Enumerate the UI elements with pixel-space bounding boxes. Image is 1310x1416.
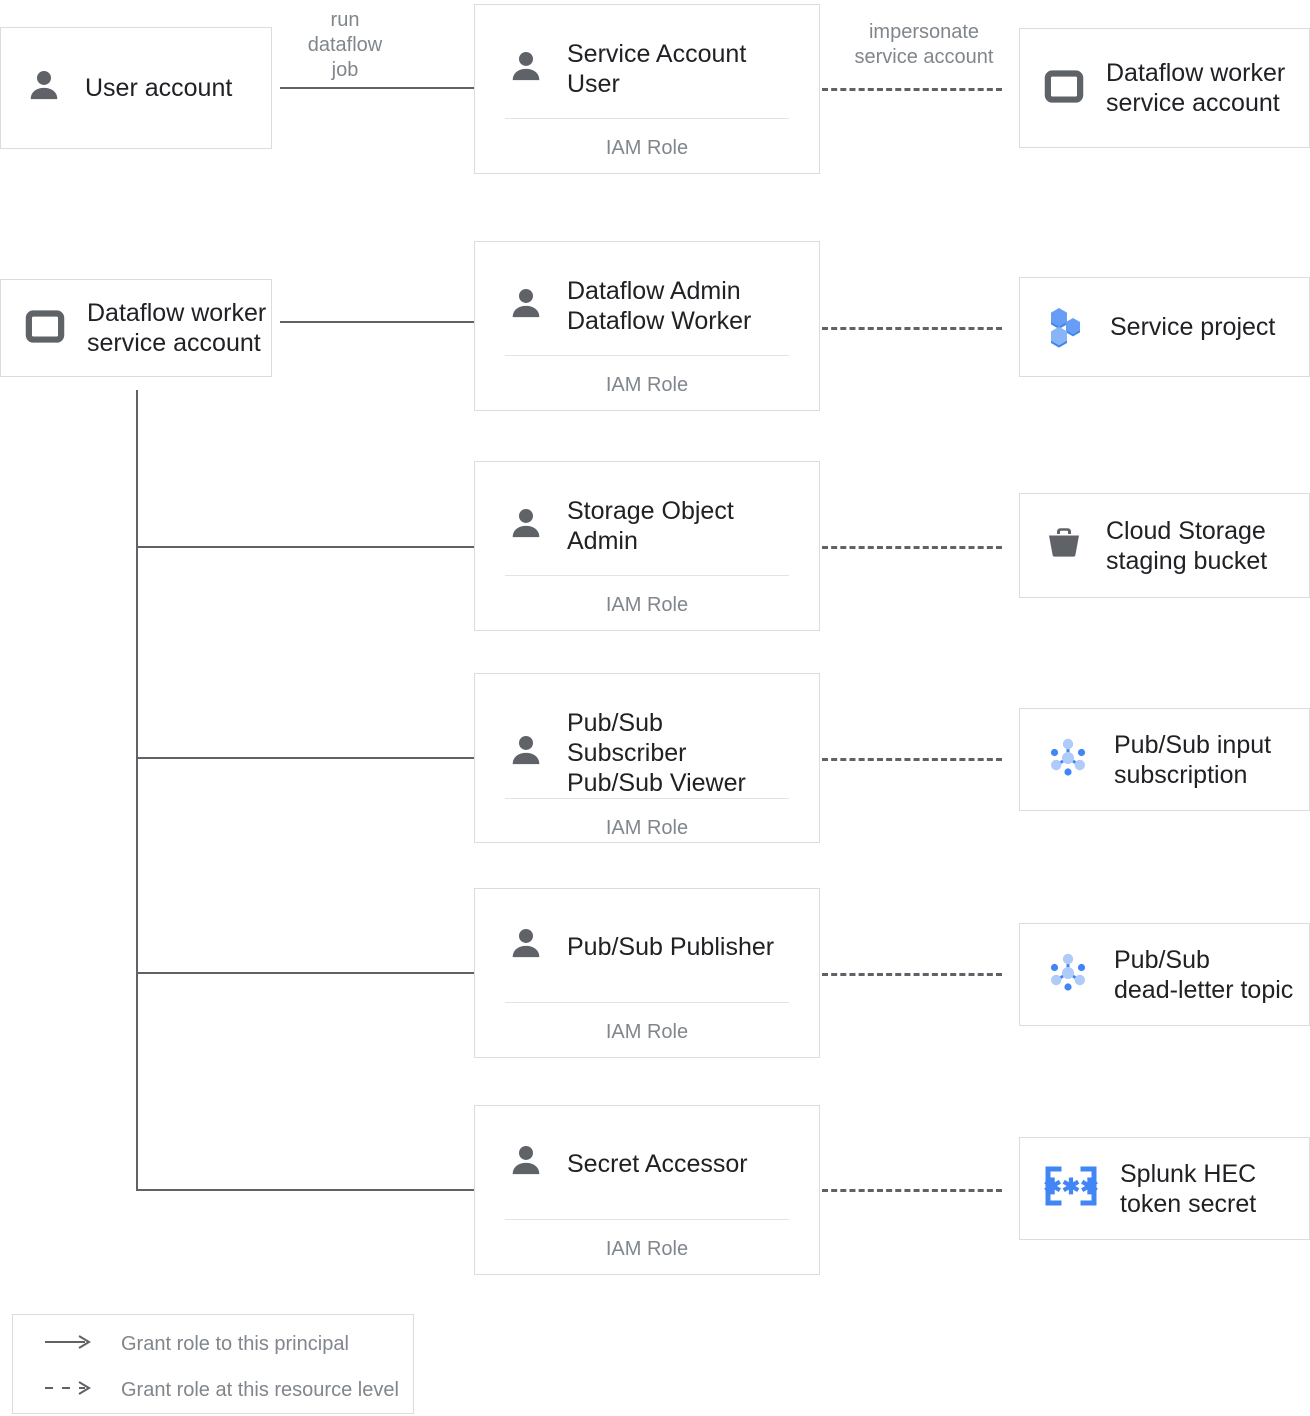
pubsub-icon (1042, 946, 1094, 1003)
role-card-footer: IAM Role (605, 594, 689, 616)
resource-pubsub-dead-letter-topic[interactable]: Pub/Sub dead-letter topic (1019, 923, 1310, 1026)
resource-splunk-hec-token-secret[interactable]: ✱✱✱ Splunk HEC token secret (1019, 1137, 1310, 1240)
resource-pubsub-input-subscription[interactable]: Pub/Sub input subscription (1019, 708, 1310, 811)
resource-label: Service project (1110, 313, 1276, 341)
role-card-roles: Pub/Sub Publisher (567, 932, 775, 961)
connector-resource-cloud-storage-bucket (822, 546, 1002, 549)
connector-resource-splunk-hec-token-secret (822, 1189, 1002, 1192)
role-card-footer: IAM Role (605, 137, 689, 159)
role-card-divider (505, 1002, 789, 1003)
person-icon (505, 730, 547, 777)
role-card-divider (505, 1219, 789, 1220)
resource-label: Pub/Sub dead-letter topic (1114, 945, 1294, 1004)
connector-resource-pubsub-input-subscription (822, 758, 1002, 761)
person-icon (505, 283, 547, 330)
project-hexagons-icon (1042, 301, 1090, 354)
role-card-secret-accessor[interactable]: Secret Accessor IAM Role (474, 1105, 820, 1275)
person-icon (505, 923, 547, 970)
connector-resource-pubsub-dead-letter-topic (822, 973, 1002, 976)
edge-label-run-dataflow-job: run dataflow job (307, 9, 383, 81)
role-card-footer: IAM Role (605, 1021, 689, 1043)
role-card-header: Service Account User (475, 39, 819, 99)
legend-label: Grant role to this principal (121, 1332, 349, 1355)
legend-item-grant-role-to-principal: Grant role to this principal (13, 1321, 413, 1367)
connector-grant-pubsub-subscriber-viewer (136, 757, 476, 759)
role-card-service-account-user[interactable]: Service Account User IAM Role (474, 4, 820, 174)
principal-dataflow-worker-service-account[interactable]: Dataflow worker service account (0, 279, 272, 377)
connector-run-dataflow-job (280, 87, 474, 89)
resource-service-project[interactable]: Service project (1019, 277, 1310, 377)
resource-dataflow-worker-service-account[interactable]: Dataflow worker service account (1019, 28, 1310, 148)
secret-manager-icon: ✱✱✱ (1042, 1163, 1100, 1214)
connector-grant-pubsub-publisher (136, 972, 476, 974)
role-card-roles: Pub/Sub Subscriber Pub/Sub Viewer (567, 709, 746, 797)
role-card-storage-object-admin[interactable]: Storage Object Admin IAM Role (474, 461, 820, 631)
role-card-pubsub-publisher[interactable]: Pub/Sub Publisher IAM Role (474, 888, 820, 1058)
legend: Grant role to this principal Grant role … (12, 1314, 414, 1414)
role-card-header: Pub/Sub Publisher (475, 923, 819, 970)
role-card-footer: IAM Role (605, 816, 689, 839)
resource-cloud-storage-staging-bucket[interactable]: Cloud Storage staging bucket (1019, 493, 1310, 598)
role-card-footer: IAM Role (605, 374, 689, 396)
role-card-roles: Service Account User (567, 40, 747, 98)
legend-item-grant-role-at-resource-level: Grant role at this resource level (13, 1367, 413, 1413)
role-card-divider (505, 355, 789, 356)
cloud-storage-bucket-icon (1042, 521, 1086, 570)
resource-label: Cloud Storage staging bucket (1106, 516, 1268, 575)
connector-bus-vertical (136, 390, 138, 1191)
svg-text:✱✱✱: ✱✱✱ (1043, 1174, 1098, 1199)
connector-impersonate-service-account (822, 88, 1002, 91)
role-card-roles: Secret Accessor (567, 1149, 748, 1178)
role-card-roles: Dataflow Admin Dataflow Worker (567, 277, 752, 335)
edge-label-impersonate-service-account: impersonate service account (854, 21, 994, 68)
person-icon (505, 46, 547, 93)
role-card-divider (505, 798, 789, 799)
role-card-divider (505, 118, 789, 119)
entity-label: User account (85, 74, 233, 102)
role-card-footer: IAM Role (605, 1238, 689, 1260)
service-account-icon (1042, 64, 1086, 113)
resource-label: Pub/Sub input subscription (1114, 730, 1272, 789)
entity-user-account[interactable]: User account (0, 27, 272, 149)
role-card-dataflow-admin-worker[interactable]: Dataflow Admin Dataflow Worker IAM Role (474, 241, 820, 411)
service-account-icon (23, 304, 67, 353)
resource-label: Dataflow worker service account (1106, 59, 1286, 117)
role-card-divider (505, 575, 789, 576)
connector-grant-secret-accessor (136, 1189, 476, 1191)
pubsub-icon (1042, 731, 1094, 788)
person-icon (23, 65, 65, 112)
role-card-roles: Storage Object Admin (567, 497, 734, 555)
person-icon (505, 503, 547, 550)
role-card-header: Secret Accessor (475, 1140, 819, 1187)
role-card-header: Dataflow Admin Dataflow Worker (475, 276, 819, 336)
role-card-pubsub-subscriber-viewer[interactable]: Pub/Sub Subscriber Pub/Sub Viewer IAM Ro… (474, 673, 820, 843)
role-card-header: Storage Object Admin (475, 496, 819, 556)
principal-label: Dataflow worker service account (87, 299, 267, 357)
solid-arrow-icon (43, 1334, 95, 1355)
connector-resource-service-project (822, 327, 1002, 330)
person-icon (505, 1140, 547, 1187)
dashed-arrow-icon (43, 1380, 95, 1401)
resource-label: Splunk HEC token secret (1120, 1159, 1257, 1218)
connector-grant-storage-object-admin (136, 546, 476, 548)
connector-grant-dataflow-admin-worker (280, 321, 474, 323)
role-card-header: Pub/Sub Subscriber Pub/Sub Viewer (475, 708, 819, 798)
legend-label: Grant role at this resource level (121, 1378, 399, 1401)
